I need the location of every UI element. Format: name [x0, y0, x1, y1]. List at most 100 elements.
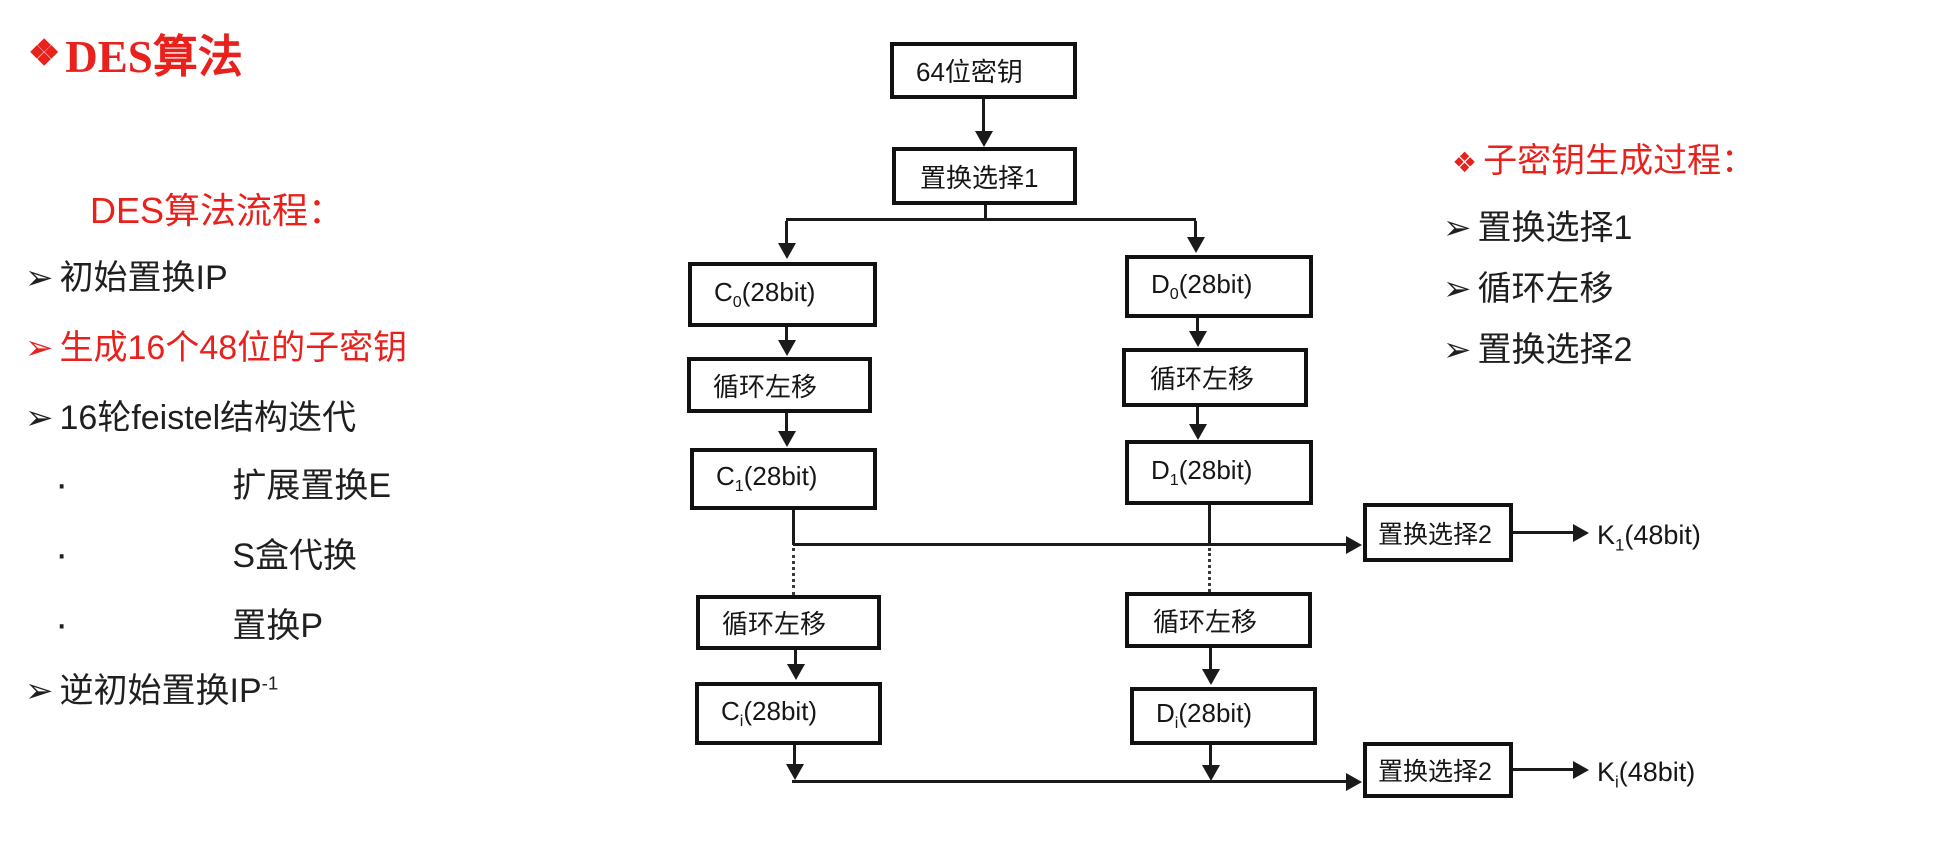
arrow-bullet-icon: ➢	[25, 399, 54, 437]
flow-box-left-shift-d-upper: 循环左移	[1122, 348, 1308, 407]
label-subscript: 1	[1615, 535, 1625, 555]
flow-box-label: 置换选择2	[1378, 758, 1492, 786]
connector-d0-to-shift	[1196, 318, 1199, 334]
right-panel-heading-text: 子密钥生成过程：	[1483, 142, 1756, 180]
diamond-bullet-icon: ❖	[28, 32, 61, 73]
arrowhead-down-icon	[1189, 331, 1207, 347]
flow-box-label: C0(28bit)	[714, 277, 815, 312]
label-subscript: 1	[734, 477, 744, 496]
flow-box-label: C1(28bit)	[716, 461, 817, 496]
label-base: D	[1151, 454, 1170, 485]
arrowhead-down-icon	[787, 664, 805, 680]
label-base: D	[1156, 698, 1175, 729]
list-item-label: 16轮feistel结构迭代	[59, 399, 357, 437]
connector-shift-to-c1	[785, 413, 788, 433]
arrowhead-down-icon	[778, 431, 796, 447]
list-item-label: 循环左移	[1477, 270, 1614, 308]
connector-pc2-to-ki	[1513, 768, 1573, 771]
list-item-sbox-substitution: · S盒代换	[55, 528, 357, 577]
arrow-bullet-icon: ➢	[25, 329, 54, 367]
label-base: C	[714, 276, 733, 307]
flow-box-left-shift-c-upper: 循环左移	[687, 357, 872, 413]
flow-box-label: 循环左移	[713, 371, 818, 402]
flow-box-c1: C1(28bit)	[690, 448, 877, 510]
flow-box-permuted-choice-2-lower: 置换选择2	[1363, 742, 1513, 798]
label-base: K	[1597, 520, 1616, 550]
flow-box-c0: C0(28bit)	[688, 262, 877, 327]
list-item-inverse-initial-permutation: ➢ 逆初始置换IP-1	[25, 663, 278, 712]
connector-ci-down	[793, 745, 796, 764]
dot-bullet-icon: ·	[55, 462, 69, 506]
flow-box-label: 循环左移	[1150, 364, 1255, 394]
right-list-item-left-shift: ➢ 循环左移	[1443, 261, 1614, 310]
label-rest: (48bit)	[1618, 757, 1696, 787]
flow-box-label: Di(28bit)	[1156, 698, 1252, 733]
k1-output-label: K1(48bit)	[1597, 520, 1701, 555]
connector-to-pc2-lower	[792, 780, 1346, 783]
arrowhead-down-icon	[778, 243, 796, 259]
flow-box-label: 64位密钥	[916, 57, 1023, 87]
list-item-label: 逆初始置换IP-1	[60, 663, 279, 712]
label-subscript: 0	[1169, 285, 1179, 304]
arrowhead-right-icon	[1346, 773, 1362, 791]
arrowhead-down-icon	[1202, 669, 1220, 685]
flow-box-d1: D1(28bit)	[1125, 440, 1313, 505]
label-rest: (28bit)	[1178, 698, 1253, 729]
diamond-bullet-icon: ❖	[1452, 147, 1478, 178]
connector-branch-to-c0	[785, 221, 788, 243]
arrowhead-down-icon	[1202, 765, 1220, 781]
list-item-label: 初始置换IP	[59, 259, 228, 297]
arrowhead-down-icon	[1187, 237, 1205, 253]
label-rest: (28bit)	[1178, 268, 1253, 299]
flow-box-d0: D0(28bit)	[1125, 255, 1313, 318]
label-rest: (28bit)	[743, 461, 818, 492]
flow-box-label: 置换选择2	[1378, 520, 1492, 549]
list-item-label: 扩展置换E	[232, 467, 392, 505]
list-item-expansion-permutation: · 扩展置换E	[55, 458, 391, 507]
arrowhead-right-icon	[1346, 536, 1362, 554]
arrow-bullet-icon: ➢	[1443, 209, 1472, 247]
arrow-bullet-icon: ➢	[1443, 331, 1472, 369]
connector-branch-to-d0	[1194, 221, 1197, 239]
label-rest: (48bit)	[1624, 520, 1701, 550]
connector-d1-down	[1208, 505, 1211, 545]
flow-box-permuted-choice-1: 置换选择1	[892, 147, 1077, 205]
arrowhead-down-icon	[786, 764, 804, 780]
connector-c0-to-shift	[785, 327, 788, 342]
arrowhead-down-icon	[1189, 424, 1207, 440]
left-panel-heading: DES算法流程：	[90, 182, 344, 234]
label-base: C	[716, 461, 735, 492]
connector-to-pc2-upper	[793, 543, 1346, 546]
label-base: C	[721, 695, 740, 726]
list-item-label-text: 逆初始置换IP	[59, 672, 262, 710]
left-panel-heading-text: DES算法流程：	[90, 190, 345, 231]
list-item-feistel-rounds: ➢ 16轮feistel结构迭代	[25, 390, 356, 439]
dot-bullet-icon: ·	[55, 532, 69, 576]
right-list-item-pc2: ➢ 置换选择2	[1443, 322, 1632, 371]
connector-key-to-pc1	[982, 99, 985, 131]
connector-branch-horizontal	[786, 218, 1196, 221]
flow-box-label: 循环左移	[722, 609, 827, 639]
label-subscript: i	[739, 712, 744, 731]
list-item-initial-permutation: ➢ 初始置换IP	[25, 250, 228, 299]
page-title-text: DES算法	[65, 32, 243, 82]
label-base: K	[1597, 757, 1616, 787]
flow-box-di: Di(28bit)	[1130, 687, 1317, 745]
list-item-permutation-p: · 置换P	[55, 598, 323, 647]
flow-box-label: Ci(28bit)	[721, 696, 817, 731]
flow-box-label: 置换选择1	[920, 162, 1039, 193]
arrowhead-right-icon	[1573, 524, 1589, 542]
label-subscript: 0	[732, 293, 742, 312]
connector-di-down	[1209, 745, 1212, 765]
flow-box-ci: Ci(28bit)	[695, 682, 882, 745]
arrow-bullet-icon: ➢	[25, 672, 54, 710]
connector-shift-to-di	[1209, 648, 1212, 670]
label-base: D	[1151, 268, 1170, 299]
arrowhead-right-icon	[1573, 761, 1589, 779]
connector-shift-to-ci	[794, 650, 797, 665]
ki-output-label: Ki(48bit)	[1597, 757, 1695, 792]
connector-c1-down	[792, 510, 795, 545]
flow-box-permuted-choice-2-upper: 置换选择2	[1363, 503, 1513, 562]
flow-box-label: D1(28bit)	[1151, 455, 1252, 490]
